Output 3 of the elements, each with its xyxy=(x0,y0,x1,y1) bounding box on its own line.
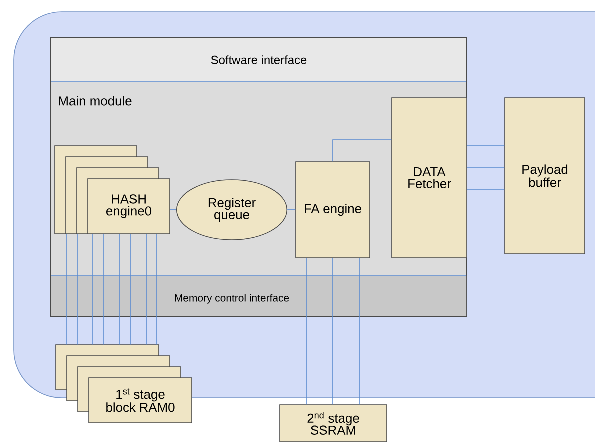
buffer-box: Payload buffer xyxy=(504,98,586,254)
ssram-block: 2$^{nd}$ stage SSRAM xyxy=(280,404,388,442)
ram-block-stack: 1$^{st}$ stage block RAM0 xyxy=(56,344,192,424)
